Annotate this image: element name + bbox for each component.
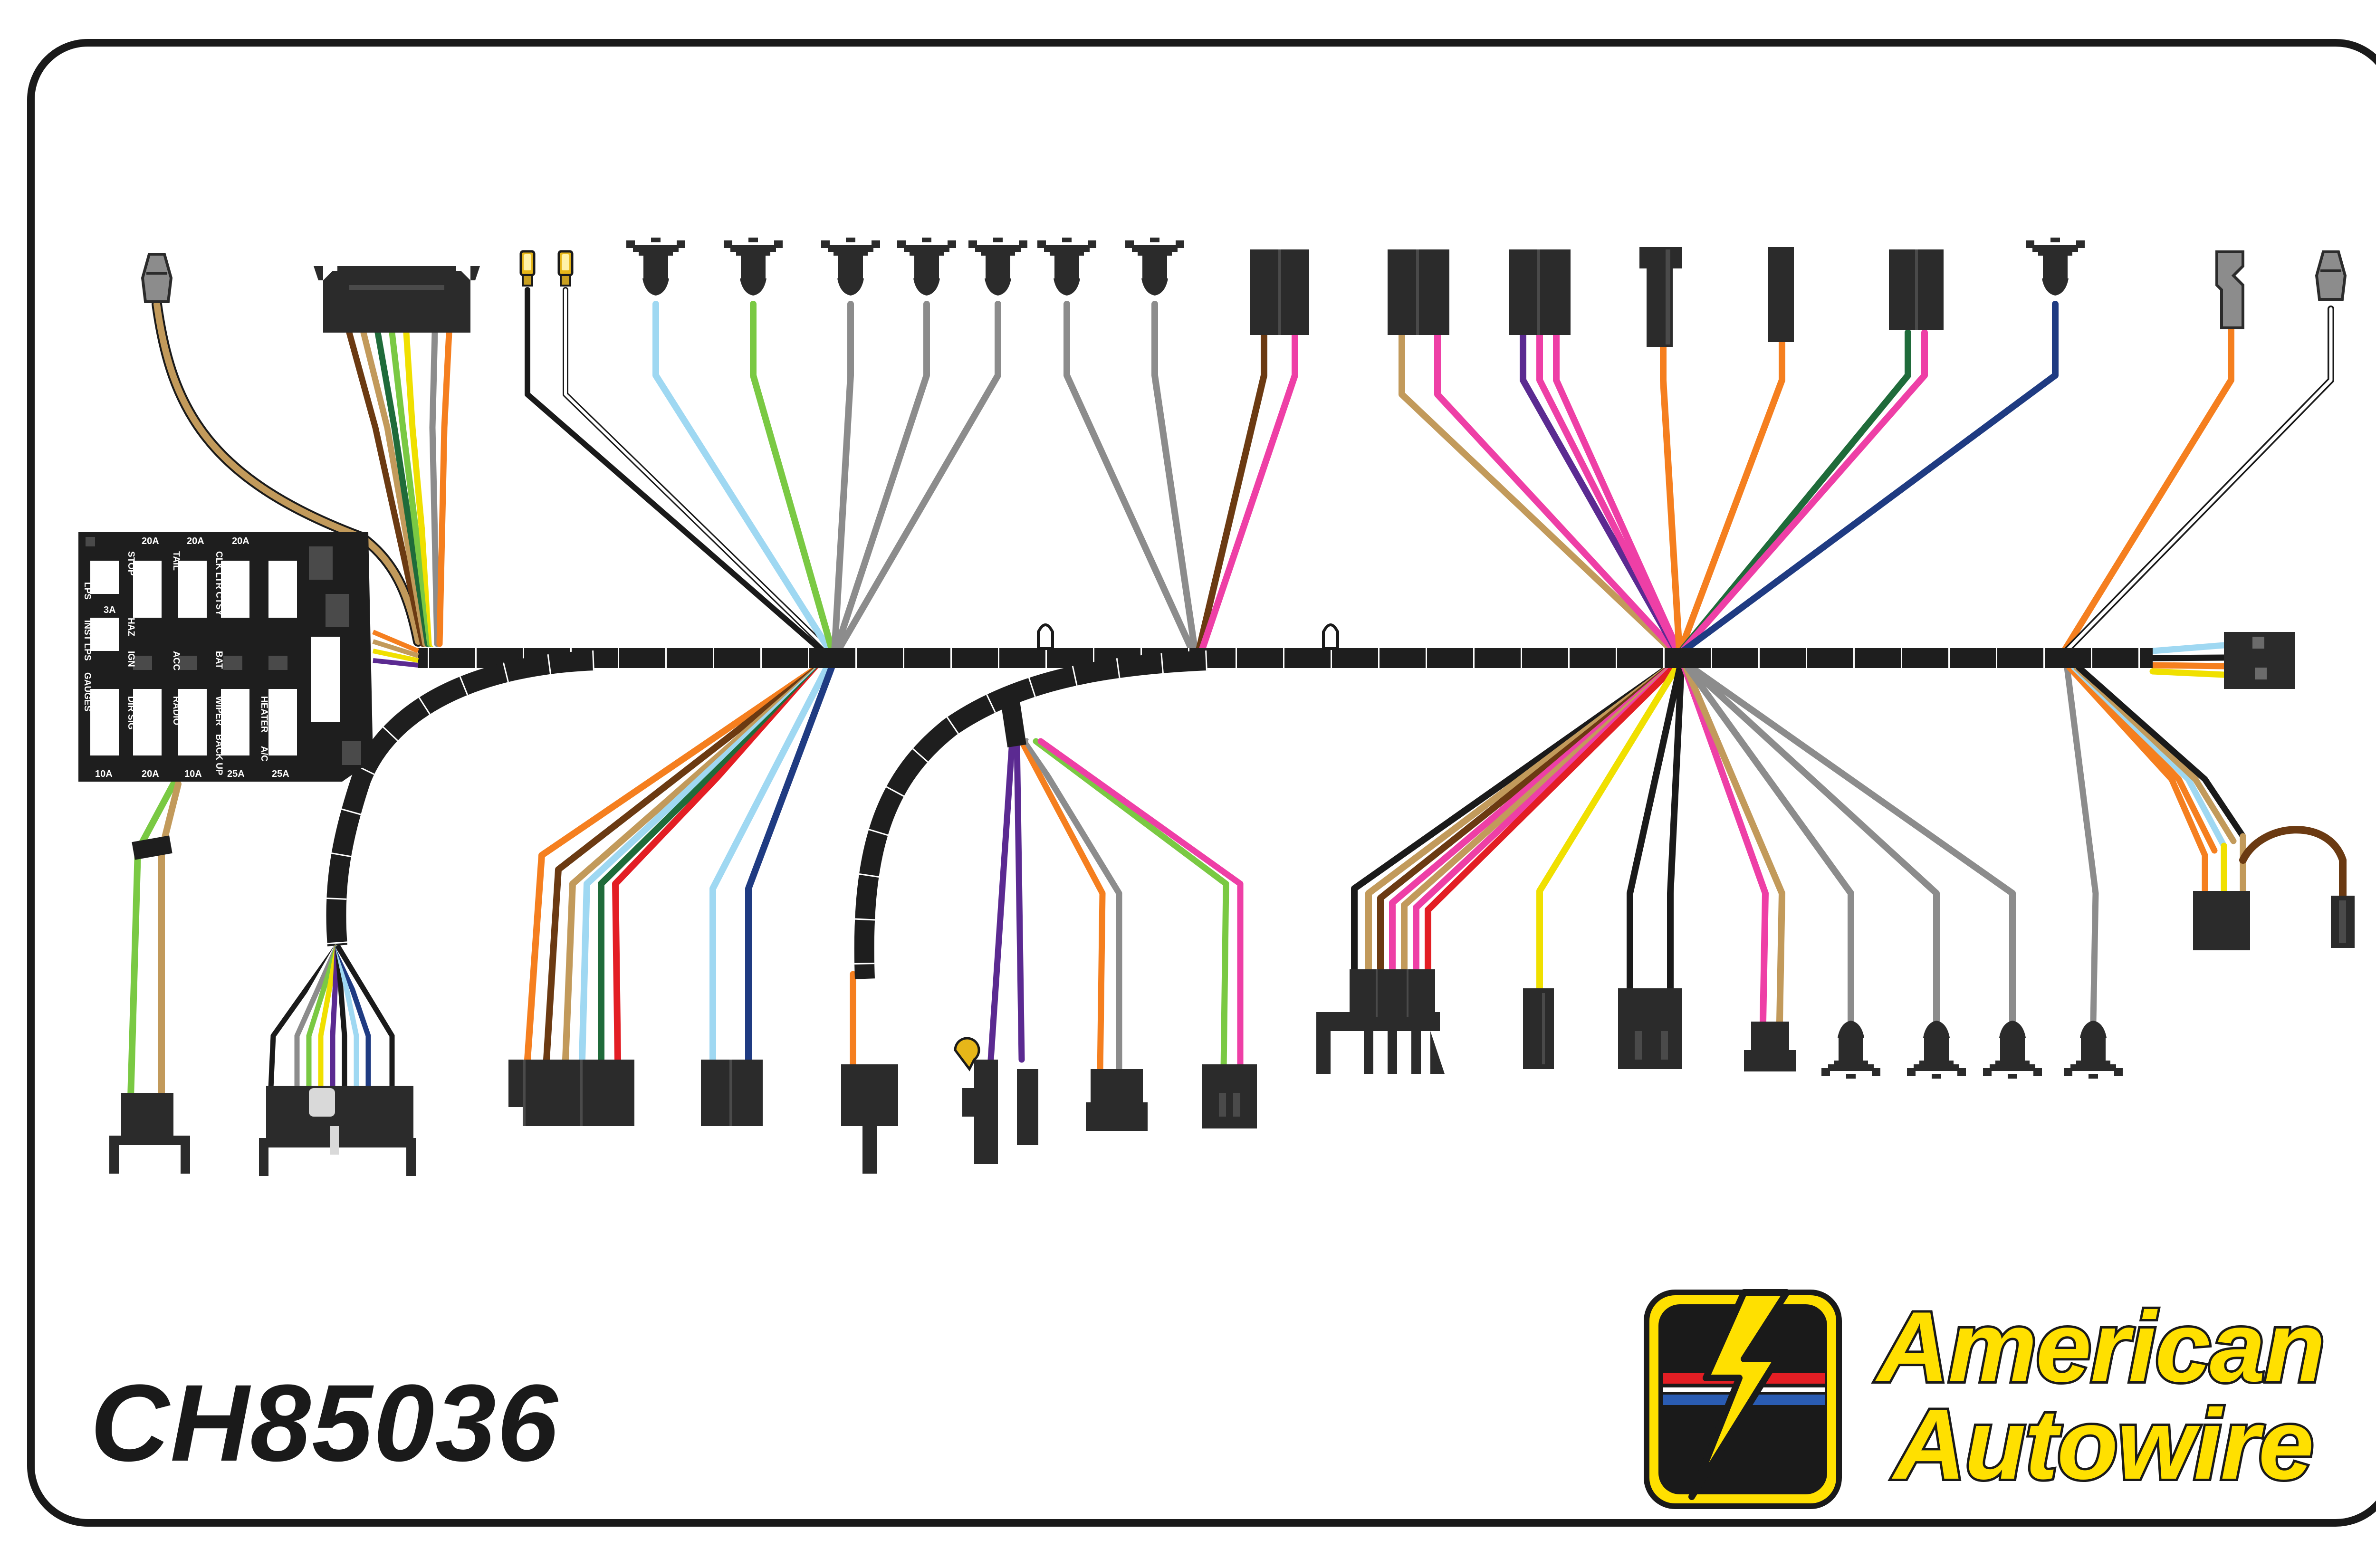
fuse-block: 20A 20A 20A 10A 20A 10A 25A 25A 3A STOP … bbox=[78, 532, 419, 782]
fuse-rating-top: 20A bbox=[187, 536, 204, 546]
wire-group-bottom-right bbox=[2064, 664, 2347, 1025]
ground-clip-icon bbox=[1037, 623, 1339, 650]
branch-middle bbox=[854, 650, 1207, 979]
wire-cap-icon bbox=[143, 254, 171, 302]
connector-2pin-bottom bbox=[1202, 1064, 1257, 1128]
wire-cap-icon bbox=[2317, 252, 2345, 299]
hood-clip-connector bbox=[2215, 250, 2244, 329]
wire-group-breakout-2 bbox=[1063, 301, 1298, 655]
connector-4pin-right bbox=[2224, 632, 2295, 689]
fuse-circuit-label: CLK LTR CTSY bbox=[214, 551, 224, 616]
brand-logo bbox=[1644, 1289, 1842, 1509]
connector-3pin-right-bottom bbox=[2193, 891, 2355, 950]
connector-switch-bottom bbox=[841, 1064, 898, 1174]
connector-single-pin-bottom bbox=[1017, 1069, 1038, 1145]
fuse-rating-top: 20A bbox=[142, 536, 159, 546]
connector-3pin-bottom bbox=[1086, 1069, 1148, 1131]
wire-bundle-top-connector bbox=[346, 329, 452, 647]
connector-single-pin-bottom bbox=[954, 1037, 998, 1164]
fuse-circuit-label: HEATER bbox=[259, 696, 269, 733]
fuse-rating-bottom: 10A bbox=[184, 769, 202, 779]
fuse-circuit-label: HAZ bbox=[126, 618, 136, 636]
fuse-rating-bottom: 20A bbox=[142, 769, 159, 779]
wire-group-bottom-1 bbox=[524, 664, 835, 1063]
fuse-circuit-label: BACK UP bbox=[214, 734, 224, 775]
fuse-rating-bottom: 10A bbox=[95, 769, 113, 779]
wire-group-bottom-3 bbox=[1351, 664, 2016, 1025]
fuse-rating-bottom: 25A bbox=[272, 769, 289, 779]
fuse-circuit-label: INST LPS bbox=[82, 620, 92, 661]
fuse-circuit-label: BAT bbox=[214, 651, 224, 669]
part-number: CH85036 bbox=[90, 1362, 559, 1484]
connector-2pin-small-bottom bbox=[1744, 1022, 1796, 1071]
fuse-slots bbox=[90, 561, 297, 755]
connector-single-pin-top bbox=[1768, 247, 1794, 342]
fuse-rating-top: 20A bbox=[232, 536, 249, 546]
fuse-rating-bottom: 25A bbox=[227, 769, 245, 779]
spade-terminal-icon bbox=[559, 251, 572, 286]
connector-2pin-bottom-left bbox=[109, 1093, 190, 1174]
connector-bulkhead-bottom bbox=[1316, 969, 1445, 1074]
connector-instrument-cluster bbox=[259, 944, 416, 1176]
fuse-circuit-label: DIR SIG bbox=[126, 696, 136, 730]
fuse-circuit-label: WIPER bbox=[214, 696, 224, 726]
fuse-circuit-label: TAIL bbox=[171, 551, 181, 571]
top-connectors bbox=[143, 238, 2345, 347]
fuse-circuit-label: STOP bbox=[126, 551, 136, 576]
fuse-circuit-label: GAUGES bbox=[82, 672, 92, 711]
fuse-circuit-label: A/C bbox=[259, 746, 269, 762]
wire-group-breakout-1 bbox=[652, 301, 1001, 655]
wire-group-breakout-3 bbox=[1399, 301, 2059, 654]
wire-group-breakout-right bbox=[2061, 306, 2334, 653]
connector-single-pin-bottom bbox=[1523, 988, 1554, 1069]
fuse-circuit-label: RADIO bbox=[171, 696, 181, 725]
spade-terminal-icon bbox=[521, 251, 534, 286]
fuse-circuit-label: ACC bbox=[171, 651, 181, 670]
wires bbox=[127, 287, 2347, 1101]
brand-name-line-2: Autowire bbox=[1891, 1388, 2316, 1500]
wire-group-bottom-2 bbox=[850, 738, 1244, 1077]
fuse-circuit-label: LPS bbox=[82, 582, 92, 600]
connector-multi-pin-bottom bbox=[508, 1060, 634, 1126]
diagram-frame bbox=[27, 39, 2376, 1527]
connector-2pin-bottom bbox=[1618, 988, 1682, 1069]
brand-name-line-1: American bbox=[1875, 1291, 2328, 1403]
bottom-connectors bbox=[109, 632, 2355, 1176]
multi-pin-connector-top bbox=[314, 266, 480, 333]
fuse-circuit-label: IGN bbox=[126, 651, 136, 667]
wire-black-to-spade bbox=[525, 287, 825, 654]
connector-single-pin-top bbox=[1639, 247, 1682, 347]
lightning-bolt-icon bbox=[1688, 1289, 1790, 1500]
fuse-rating-small: 3A bbox=[104, 605, 116, 615]
